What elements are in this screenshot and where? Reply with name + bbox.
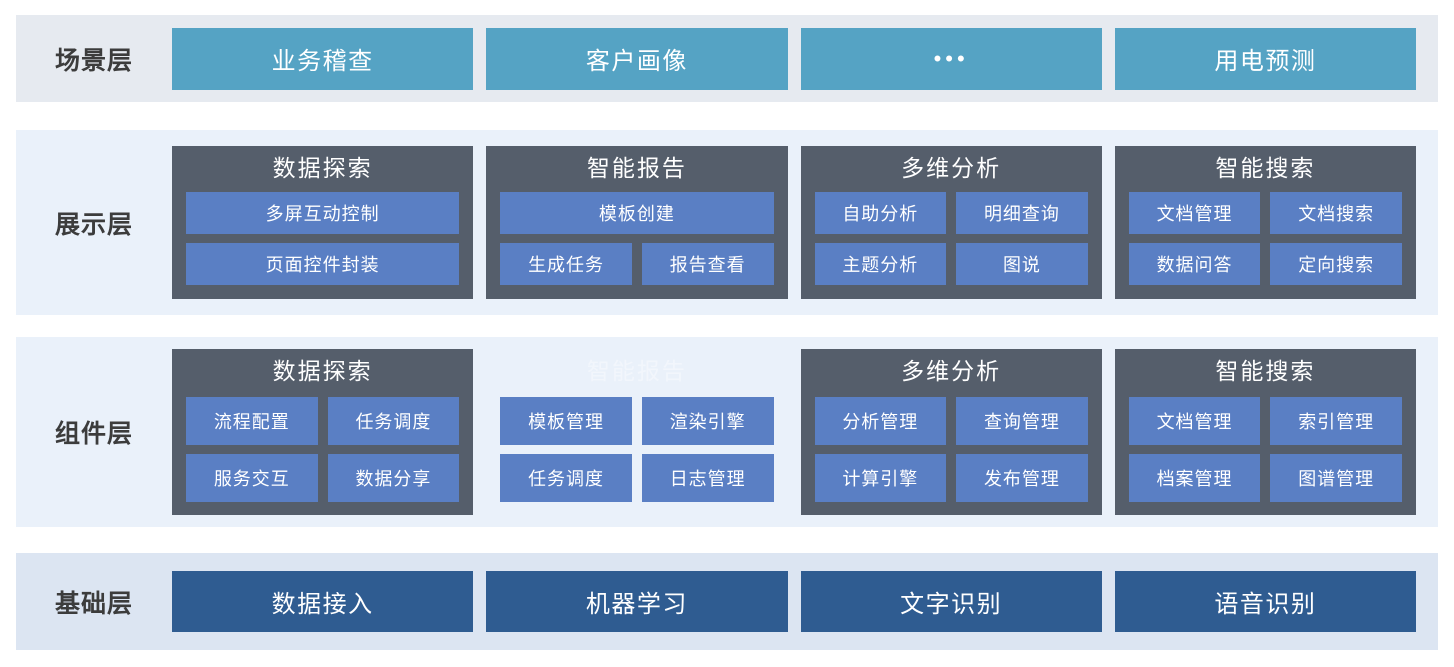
panel-title: 智能报告 bbox=[586, 358, 687, 385]
panel-tile-rows: 模板创建 生成任务 报告查看 bbox=[500, 191, 774, 285]
scene-card-customer-profile[interactable]: 客户画像 bbox=[486, 27, 788, 90]
component-panel-multidimensional-analysis[interactable]: 多维分析 分析管理 查询管理 计算引擎 发布管理 bbox=[800, 349, 1102, 515]
display-panel-data-exploration[interactable]: 数据探索 多屏互动控制 页面控件封装 bbox=[172, 146, 474, 299]
tile-compute-engine[interactable]: 计算引擎 bbox=[814, 453, 947, 502]
layer-label-base: 基础层 bbox=[54, 589, 133, 618]
panel-tile-rows: 文档管理 索引管理 档案管理 图谱管理 bbox=[1128, 396, 1402, 502]
tile-row: 档案管理 图谱管理 bbox=[1128, 453, 1402, 502]
tile-row: 页面控件封装 bbox=[186, 242, 460, 285]
tile-detail-query[interactable]: 明细查询 bbox=[956, 191, 1088, 234]
tile-row: 生成任务 报告查看 bbox=[500, 242, 774, 285]
tile-knowledge-graph-management[interactable]: 图谱管理 bbox=[1270, 453, 1402, 502]
tile-row: 分析管理 查询管理 bbox=[814, 396, 1088, 445]
layer-cards-scene: 业务稽查 客户画像 ••• 用电预测 bbox=[172, 27, 1438, 90]
layer-band-display: 展示层 数据探索 多屏互动控制 页面控件封装 智能报告 模板创建 bbox=[16, 130, 1438, 315]
tile-index-management[interactable]: 索引管理 bbox=[1270, 396, 1402, 445]
tile-query-management[interactable]: 查询管理 bbox=[956, 396, 1088, 445]
tile-multiscreen-interaction-control[interactable]: 多屏互动控制 bbox=[186, 191, 460, 234]
tile-document-management[interactable]: 文档管理 bbox=[1128, 191, 1261, 234]
tile-document-search[interactable]: 文档搜索 bbox=[1270, 191, 1402, 234]
tile-data-sharing[interactable]: 数据分享 bbox=[327, 453, 460, 502]
tile-chart-narrative[interactable]: 图说 bbox=[956, 242, 1088, 285]
panel-tile-rows: 多屏互动控制 页面控件封装 bbox=[186, 191, 460, 285]
display-panel-multidimensional-analysis[interactable]: 多维分析 自助分析 明细查询 主题分析 图说 bbox=[800, 146, 1102, 299]
panel-tile-rows: 自助分析 明细查询 主题分析 图说 bbox=[814, 191, 1088, 285]
panel-title: 智能搜索 bbox=[1215, 155, 1316, 182]
tile-report-view[interactable]: 报告查看 bbox=[641, 242, 774, 285]
component-panel-data-exploration[interactable]: 数据探索 流程配置 任务调度 服务交互 数据分享 bbox=[172, 349, 474, 515]
tile-row: 主题分析 图说 bbox=[814, 242, 1088, 285]
scene-card-power-forecast[interactable]: 用电预测 bbox=[1114, 27, 1416, 90]
tile-row: 任务调度 日志管理 bbox=[500, 453, 774, 502]
panel-title: 智能报告 bbox=[586, 155, 687, 182]
tile-task-scheduling[interactable]: 任务调度 bbox=[500, 453, 632, 502]
panel-title: 数据探索 bbox=[272, 358, 373, 385]
layer-band-component: 组件层 数据探索 流程配置 任务调度 服务交互 数据分享 智能报告 bbox=[16, 337, 1438, 527]
tile-self-service-analysis[interactable]: 自助分析 bbox=[814, 191, 947, 234]
tile-page-widget-encapsulation[interactable]: 页面控件封装 bbox=[186, 242, 460, 285]
base-card-machine-learning[interactable]: 机器学习 bbox=[486, 571, 788, 632]
layer-band-scene: 场景层 业务稽查 客户画像 ••• 用电预测 bbox=[16, 15, 1438, 102]
tile-template-creation[interactable]: 模板创建 bbox=[500, 191, 774, 234]
tile-task-scheduling[interactable]: 任务调度 bbox=[327, 396, 460, 445]
tile-row: 文档管理 索引管理 bbox=[1128, 396, 1402, 445]
panel-tile-rows: 文档管理 文档搜索 数据问答 定向搜索 bbox=[1128, 191, 1402, 285]
tile-row: 多屏互动控制 bbox=[186, 191, 460, 234]
display-panel-intelligent-search[interactable]: 智能搜索 文档管理 文档搜索 数据问答 定向搜索 bbox=[1114, 146, 1416, 299]
tile-service-interaction[interactable]: 服务交互 bbox=[186, 453, 318, 502]
panel-title: 智能搜索 bbox=[1215, 358, 1316, 385]
layer-label-scene: 场景层 bbox=[54, 46, 133, 75]
tile-data-qa[interactable]: 数据问答 bbox=[1128, 242, 1261, 285]
panel-title: 多维分析 bbox=[901, 155, 1002, 182]
panel-title: 数据探索 bbox=[272, 155, 373, 182]
component-panel-intelligent-report[interactable]: 智能报告 模板管理 渲染引擎 任务调度 日志管理 bbox=[486, 349, 787, 514]
component-panel-intelligent-search[interactable]: 智能搜索 文档管理 索引管理 档案管理 图谱管理 bbox=[1114, 349, 1416, 515]
scene-card-more-ellipsis[interactable]: ••• bbox=[800, 27, 1102, 90]
tile-row: 数据问答 定向搜索 bbox=[1128, 242, 1402, 285]
tile-row: 模板创建 bbox=[500, 191, 774, 234]
tile-topic-analysis[interactable]: 主题分析 bbox=[814, 242, 947, 285]
tile-log-management[interactable]: 日志管理 bbox=[641, 453, 774, 502]
tile-row: 模板管理 渲染引擎 bbox=[500, 396, 774, 445]
tile-rendering-engine[interactable]: 渲染引擎 bbox=[641, 396, 774, 445]
layer-label-component: 组件层 bbox=[54, 420, 133, 448]
layer-label-display: 展示层 bbox=[54, 210, 133, 239]
tile-row: 服务交互 数据分享 bbox=[186, 453, 460, 502]
tile-process-configuration[interactable]: 流程配置 bbox=[186, 396, 318, 445]
display-panel-intelligent-report[interactable]: 智能报告 模板创建 生成任务 报告查看 bbox=[486, 146, 788, 299]
panel-title: 多维分析 bbox=[901, 358, 1002, 385]
layer-cards-component: 数据探索 流程配置 任务调度 服务交互 数据分享 智能报告 模板管理 bbox=[172, 349, 1438, 515]
tile-row: 文档管理 文档搜索 bbox=[1128, 191, 1402, 234]
layer-band-base: 基础层 数据接入 机器学习 文字识别 语音识别 bbox=[16, 553, 1438, 650]
base-card-text-recognition[interactable]: 文字识别 bbox=[800, 571, 1102, 632]
layer-cards-display: 数据探索 多屏互动控制 页面控件封装 智能报告 模板创建 bbox=[172, 146, 1438, 299]
tile-archive-management[interactable]: 档案管理 bbox=[1128, 453, 1261, 502]
tile-analysis-management[interactable]: 分析管理 bbox=[814, 396, 947, 445]
base-card-data-ingestion[interactable]: 数据接入 bbox=[172, 571, 474, 632]
scene-card-business-audit[interactable]: 业务稽查 bbox=[172, 27, 474, 90]
layer-cards-base: 数据接入 机器学习 文字识别 语音识别 bbox=[172, 571, 1438, 632]
tile-row: 计算引擎 发布管理 bbox=[814, 453, 1088, 502]
panel-tile-rows: 分析管理 查询管理 计算引擎 发布管理 bbox=[814, 396, 1088, 502]
tile-row: 自助分析 明细查询 bbox=[814, 191, 1088, 234]
tile-row: 流程配置 任务调度 bbox=[186, 396, 460, 445]
tile-targeted-search[interactable]: 定向搜索 bbox=[1270, 242, 1402, 285]
tile-generate-task[interactable]: 生成任务 bbox=[500, 242, 632, 285]
base-card-speech-recognition[interactable]: 语音识别 bbox=[1114, 571, 1416, 632]
panel-tile-rows: 模板管理 渲染引擎 任务调度 日志管理 bbox=[500, 396, 774, 502]
tile-publish-management[interactable]: 发布管理 bbox=[956, 453, 1088, 502]
panel-tile-rows: 流程配置 任务调度 服务交互 数据分享 bbox=[186, 396, 460, 502]
tile-document-management[interactable]: 文档管理 bbox=[1128, 396, 1261, 445]
tile-template-management[interactable]: 模板管理 bbox=[500, 396, 632, 445]
